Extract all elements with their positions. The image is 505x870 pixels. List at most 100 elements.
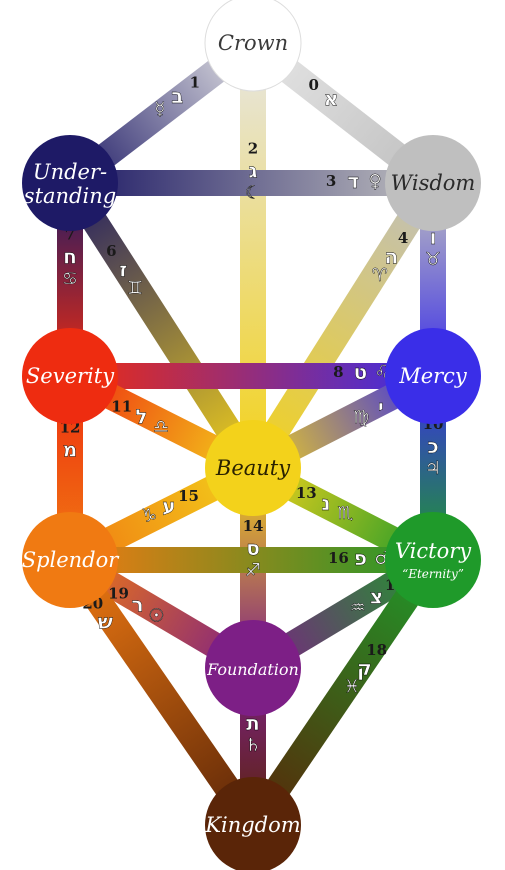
sephirah-label: Beauty: [215, 456, 291, 480]
path-label-18: 18ק♓: [344, 641, 387, 698]
path-label-15: 15ע♑: [141, 487, 199, 527]
path-label-7: 7ח♋: [62, 225, 79, 289]
sephirah-mercy: Mercy: [385, 328, 481, 424]
hebrew-letter: כ: [427, 434, 438, 458]
path-number: 8: [333, 363, 343, 381]
sephirah-circle: [205, 420, 301, 516]
path-number: 3: [326, 172, 336, 190]
hebrew-letter: ר: [131, 592, 143, 616]
hebrew-letter: ע: [162, 494, 175, 518]
sephirah-label: Victory: [395, 539, 472, 563]
hebrew-letter: ג: [249, 159, 258, 183]
hebrew-letter: ו: [430, 225, 437, 249]
astrological-symbol-icon: ♉: [425, 249, 441, 270]
astrological-symbol-icon: ☿: [154, 99, 165, 120]
sephirah-splendor: Splendor: [22, 512, 121, 608]
sephirah-crown: Crown: [204, 0, 302, 92]
hebrew-letter: צ: [370, 584, 383, 608]
path-label-14: 14ס♐: [243, 517, 264, 581]
path-number: 19: [108, 584, 129, 602]
sephirah-severity: Severity: [22, 328, 118, 424]
astrological-symbol-icon: ♏: [337, 503, 353, 524]
astrological-symbol-icon: ♊: [127, 278, 143, 299]
sephirah-circle: [205, 620, 301, 716]
astrological-symbol-icon: ☾: [245, 183, 261, 204]
astrological-symbol-icon: ♍: [353, 407, 369, 428]
path-number: 7: [65, 225, 75, 243]
sephirah-circle: [205, 777, 301, 870]
sephirah-label: Mercy: [398, 364, 468, 388]
hebrew-letter: ט: [354, 360, 368, 384]
sephirah-circle: [204, 0, 302, 92]
sephirah-label: Splendor: [22, 548, 121, 572]
path-6: [59, 175, 264, 476]
hebrew-letter: ל: [135, 404, 147, 428]
hebrew-letter: ש: [98, 610, 113, 634]
path-number: 16: [328, 549, 349, 567]
path-number: 18: [366, 641, 387, 659]
hebrew-letter: ז: [119, 258, 127, 282]
path-4: [242, 176, 444, 475]
hebrew-letter: ס: [246, 536, 260, 560]
sephirah-beauty: Beauty: [205, 420, 301, 516]
path-number: 0: [308, 76, 318, 94]
sephirah-label: Wisdom: [391, 171, 476, 195]
path-label-4: 4ה♈: [371, 229, 408, 286]
hebrew-letter: ק: [357, 656, 372, 680]
astrological-symbol-icon: ♑: [141, 506, 157, 527]
astrological-symbol-icon: ♓: [344, 676, 360, 697]
sephirah-wisdom: Wisdom: [385, 135, 481, 231]
sephirah-kingdom: Kingdom: [204, 777, 301, 870]
path-label-20: 20ש: [82, 595, 113, 634]
path-number: 2: [248, 140, 258, 158]
path-label-6: 6ז♊: [106, 242, 143, 299]
hebrew-letter: ת: [246, 711, 260, 735]
astrological-symbol-icon: ♐: [245, 560, 261, 581]
hebrew-letter: י: [378, 395, 384, 419]
astrological-symbol-icon: ♒: [349, 598, 365, 619]
sephirah-sublabel: “Eternity”: [402, 567, 464, 581]
hebrew-letter: ח: [63, 244, 77, 268]
path-label-0: 0א: [308, 76, 338, 111]
astrological-symbol-icon: ♄: [245, 735, 261, 756]
astrological-symbol-icon: ♋: [62, 268, 78, 289]
sephirah-label: Under-: [33, 160, 107, 184]
sephirah-circle: [385, 328, 481, 424]
path-number: 11: [111, 397, 132, 415]
path-number: 1: [190, 73, 200, 91]
hebrew-letter: מ: [63, 438, 77, 462]
sephirah-circle: [385, 135, 481, 231]
sephirah-foundation: Foundation: [205, 620, 301, 716]
path-label-17: 17צ♒: [349, 576, 405, 619]
path-18: [242, 552, 444, 833]
sephirah-label-line2: standing: [24, 184, 116, 208]
sephirah-victory: Victory “Eternity”: [385, 512, 481, 608]
astrological-symbol-icon: ☉: [148, 606, 164, 627]
astrological-symbol-icon: ♀: [369, 171, 382, 192]
path-20: [59, 552, 264, 833]
path-label-1: 1ב ☿: [154, 73, 200, 120]
path-number: 4: [398, 229, 408, 247]
sephirah-circle: [385, 512, 481, 608]
path-number: 6: [106, 242, 116, 260]
hebrew-letter: ה: [385, 244, 399, 268]
sephirah-label: Severity: [26, 364, 115, 388]
astrological-symbol-icon: ♈: [372, 265, 388, 286]
sephirah-label: Foundation: [206, 660, 299, 679]
hebrew-letter: ב: [171, 84, 183, 108]
path-label-2: 2ג☾: [245, 140, 262, 204]
sephirah-circle: [22, 328, 118, 424]
sephirah-understanding: Under-standing: [22, 135, 118, 231]
sephirah-label: Kingdom: [204, 813, 300, 837]
sephirah-label: Crown: [218, 31, 288, 55]
hebrew-letter: א: [324, 87, 339, 111]
path-number: 14: [243, 517, 264, 535]
hebrew-letter: ד: [347, 169, 359, 193]
